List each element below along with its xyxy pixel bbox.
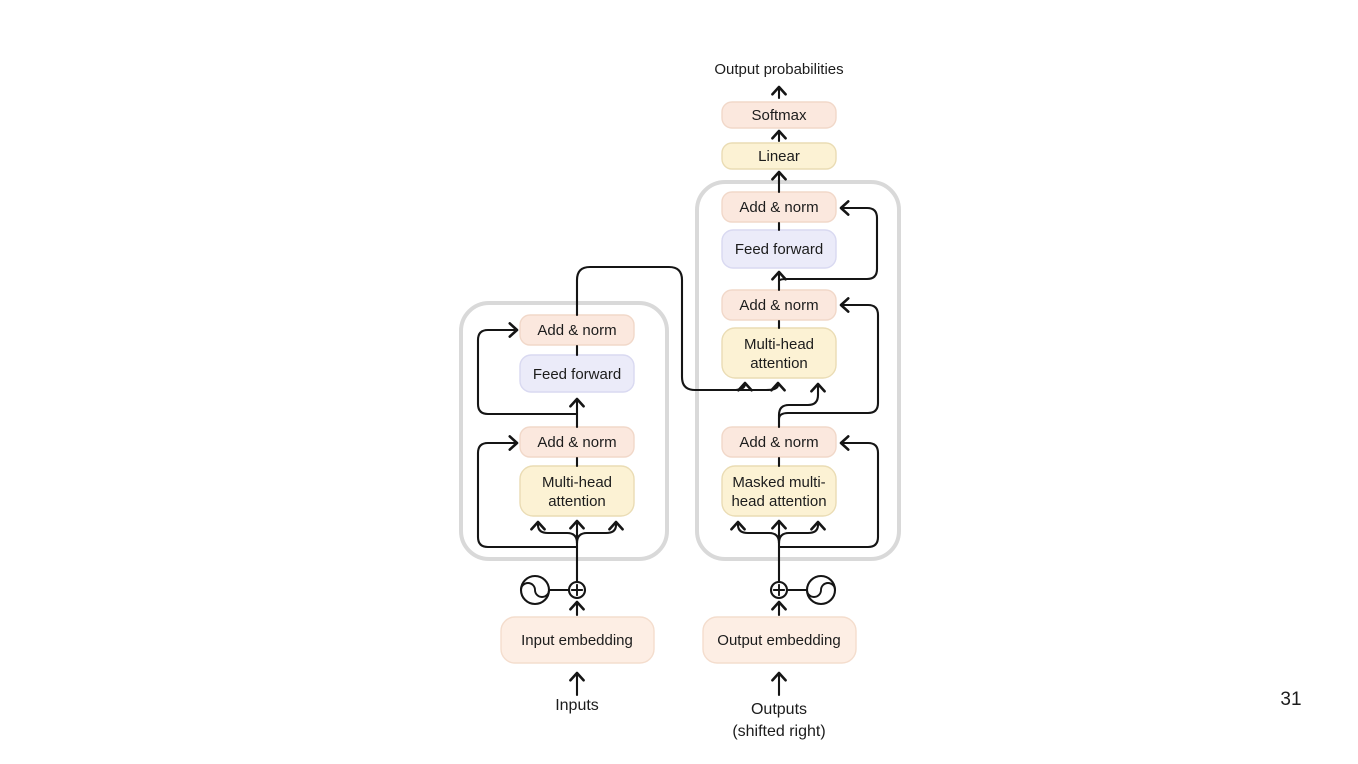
softmax-box: Softmax: [721, 101, 837, 129]
cross-attention-branch-arrow: [734, 381, 753, 392]
outputs-label-line1: Outputs: [751, 701, 807, 718]
box-label: Linear: [758, 148, 800, 165]
sine-wave-glyph: [806, 582, 836, 598]
attention-right-input-arrow: [575, 520, 624, 545]
masked-attention-left-input-arrow: [730, 520, 781, 545]
box: [721, 101, 837, 129]
decoder-add-norm-bottom-box: Add & norm: [721, 426, 837, 458]
masked-attention-right-input-arrow: [777, 520, 826, 545]
encoder-positional-encoding: [519, 574, 587, 606]
box-label: Softmax: [751, 107, 807, 124]
plus-glyph: [570, 583, 584, 597]
box-label-line2: attention: [750, 355, 808, 372]
decoder-add-norm-top-box: Add & norm: [721, 191, 837, 223]
box-label: Add & norm: [739, 199, 818, 216]
encoder-add-norm-top-box: Add & norm: [519, 314, 635, 346]
output-probabilities-label: Output probabilities: [714, 61, 843, 78]
box-label-line1: Masked multi-: [732, 474, 825, 491]
sine-wave-glyph: [520, 582, 550, 598]
box-label: Add & norm: [537, 434, 616, 451]
encoder-add-norm-bottom-box: Add & norm: [519, 426, 635, 458]
box-label-line2: attention: [548, 493, 606, 510]
decoder-multi-head-attention-box: Multi-head attention: [721, 327, 837, 379]
plus-glyph: [772, 583, 786, 597]
masked-multi-head-attention-box: Masked multi- head attention: [721, 465, 837, 517]
residual-around-attention-arrow: [476, 435, 579, 549]
residual-around-feedforward-arrow: [476, 322, 579, 416]
decoder-feed-forward-box: Feed forward: [721, 229, 837, 269]
outputs-label-line2: (shifted right): [732, 723, 825, 740]
input-embedding-box: Input embedding: [500, 616, 655, 664]
residual-around-masked-attention-arrow: [777, 435, 880, 549]
encoder-flow-lines: [476, 322, 624, 697]
decoder-positional-encoding: [769, 574, 837, 606]
box: [500, 616, 655, 664]
box-label: Feed forward: [735, 241, 823, 258]
encoder-to-decoder-cross-attention: [575, 265, 786, 392]
output-embedding-box: Output embedding: [702, 616, 857, 664]
residual-around-cross-attention-arrow: [777, 297, 880, 421]
box-label-line2: head attention: [731, 493, 826, 510]
box-label: Feed forward: [533, 366, 621, 383]
box-label: Input embedding: [521, 632, 633, 649]
box: [702, 616, 857, 664]
page-number: 31: [1280, 689, 1301, 710]
cross-attention-main-arrow: [575, 265, 786, 392]
encoder-multi-head-attention-box: Multi-head attention: [519, 465, 635, 517]
box-label: Add & norm: [739, 434, 818, 451]
box-label-line1: Multi-head: [542, 474, 612, 491]
decoder-add-norm-mid-box: Add & norm: [721, 289, 837, 321]
box-label-line1: Multi-head: [744, 336, 814, 353]
box: [721, 142, 837, 170]
linear-box: Linear: [721, 142, 837, 170]
attention-left-input-arrow: [530, 520, 579, 545]
decoder-flow-lines: [730, 85, 880, 697]
encoder-feed-forward-box: Feed forward: [519, 354, 635, 393]
inputs-label: Inputs: [555, 697, 599, 714]
box-label: Add & norm: [739, 297, 818, 314]
box-label: Add & norm: [537, 322, 616, 339]
residual-around-feedforward-arrow: [777, 200, 879, 283]
box-label: Output embedding: [717, 632, 840, 649]
query-into-cross-attention-arrow: [777, 382, 826, 429]
